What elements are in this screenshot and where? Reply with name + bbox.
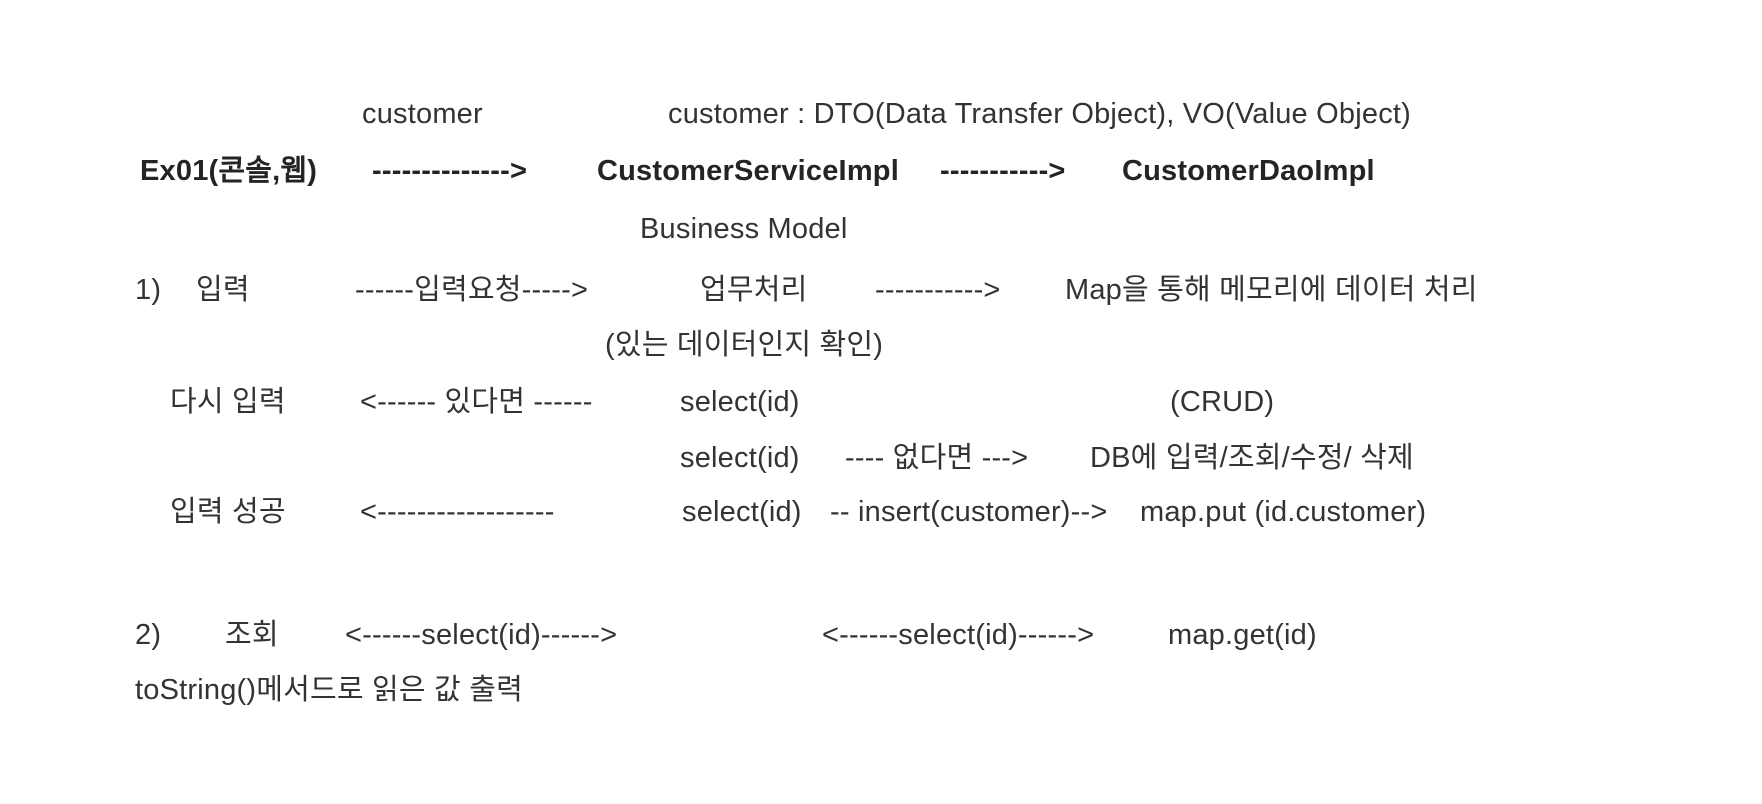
retry-input-label: 다시 입력 <box>170 386 286 418</box>
tostring-output-note: toString()메서드로 읽은 값 출력 <box>135 674 523 706</box>
arrow-if-exists: <------ 있다면 ------ <box>360 386 593 418</box>
step1-input-label: 입력 <box>196 274 250 306</box>
select-id-call-3: select(id) <box>682 496 802 528</box>
dto-vo-note: customer : DTO(Data Transfer Object), VO… <box>668 98 1412 130</box>
arrow-service-to-dao: -----------> <box>940 155 1066 187</box>
db-crud-note: DB에 입력/조회/수정/ 삭제 <box>1090 442 1414 474</box>
map-put-call: map.put (id.customer) <box>1140 496 1427 528</box>
node-customer-service-impl: CustomerServiceImpl <box>597 155 899 187</box>
data-check-note: (있는 데이터인지 확인) <box>605 329 884 361</box>
map-get-call: map.get(id) <box>1168 619 1317 651</box>
arrow-insert-customer: -- insert(customer)--> <box>830 496 1108 528</box>
arrow-if-not-exists: ---- 없다면 ---> <box>845 442 1029 474</box>
arrow-select-left: <------select(id)------> <box>345 619 618 651</box>
node-ex01: Ex01(콘솔,웹) <box>140 155 318 187</box>
map-memory-note: Map을 통해 메모리에 데이터 처리 <box>1065 274 1478 306</box>
customer-label: customer <box>362 98 483 130</box>
arrow-to-memory: -----------> <box>875 274 1001 306</box>
step1-number: 1) <box>135 274 162 306</box>
lookup-label: 조회 <box>225 619 279 651</box>
business-model-label: Business Model <box>640 213 848 245</box>
arrow-select-right: <------select(id)------> <box>822 619 1095 651</box>
step2-number: 2) <box>135 619 162 651</box>
arrow-input-request: ------입력요청-----> <box>355 274 589 306</box>
select-id-call-2: select(id) <box>680 442 800 474</box>
arrow-success-back: <------------------ <box>360 496 555 528</box>
crud-note: (CRUD) <box>1170 386 1275 418</box>
select-id-call-1: select(id) <box>680 386 800 418</box>
input-success-label: 입력 성공 <box>170 496 286 528</box>
node-customer-dao-impl: CustomerDaoImpl <box>1122 155 1375 187</box>
arrow-ex01-to-service: --------------> <box>372 155 528 187</box>
process-label: 업무처리 <box>700 274 808 306</box>
